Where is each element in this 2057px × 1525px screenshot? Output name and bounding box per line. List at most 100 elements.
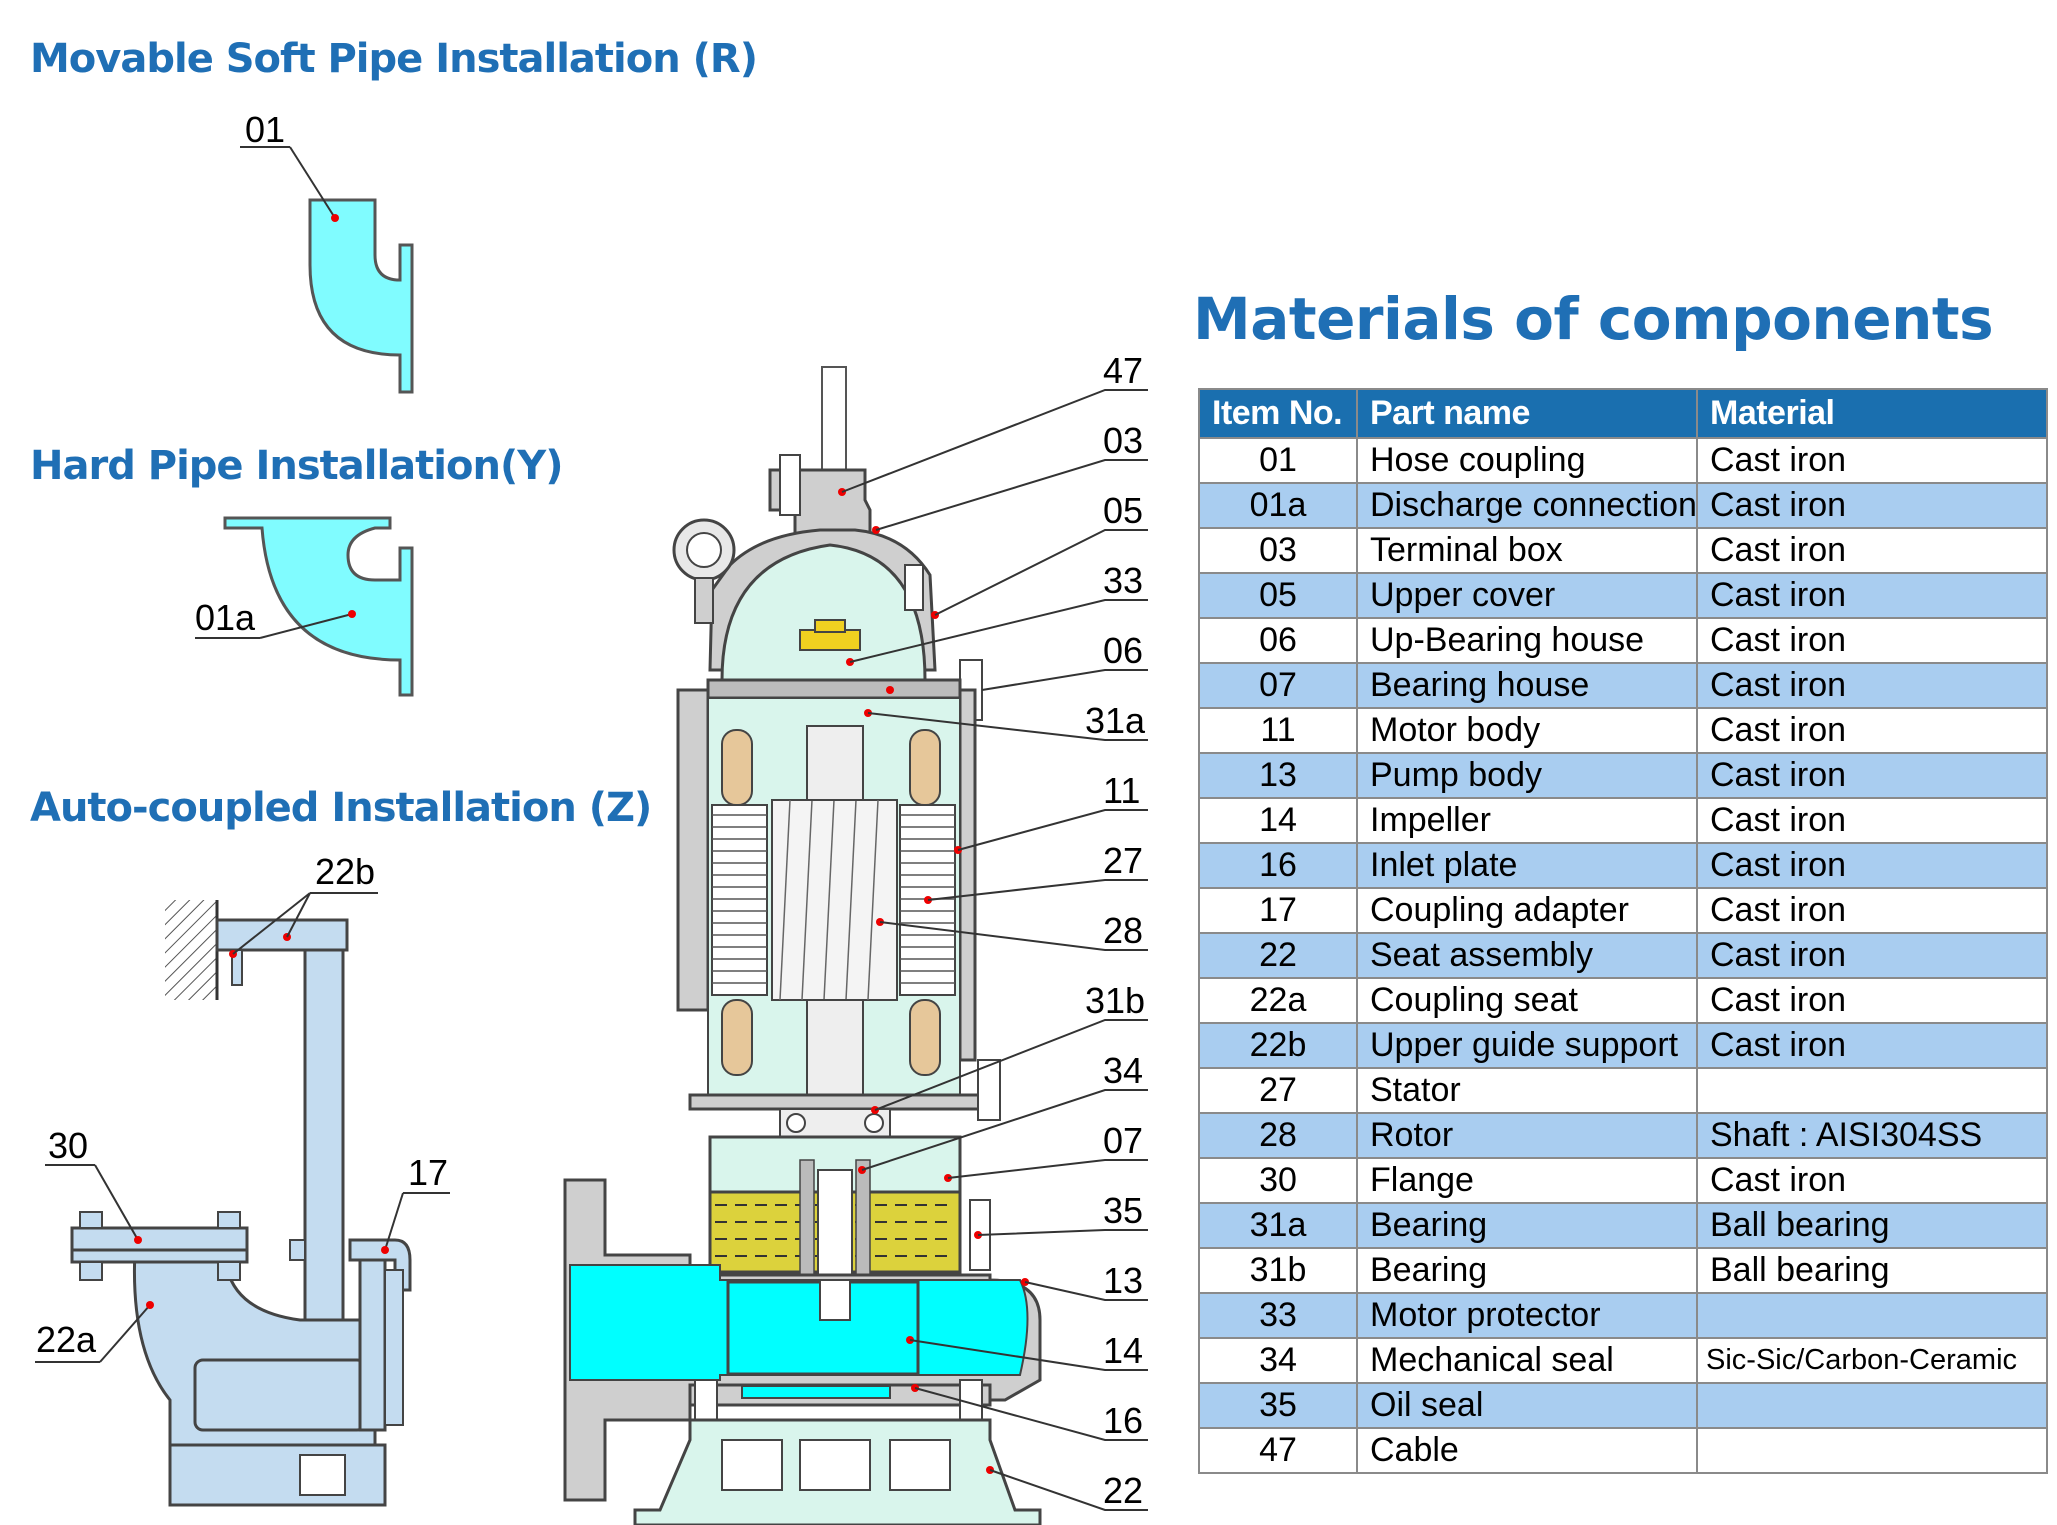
part-name-cell: Up-Bearing house <box>1356 617 1698 664</box>
part-name-cell: Bearing <box>1356 1247 1698 1294</box>
part-name-cell: Rotor <box>1356 1112 1698 1159</box>
callout-31b: 31b <box>1085 980 1145 1021</box>
item-no-cell: 31a <box>1198 1202 1358 1249</box>
part-name-cell: Mechanical seal <box>1356 1337 1698 1384</box>
hose-coupling-elbow <box>308 198 414 394</box>
material-cell: Cast iron <box>1696 662 2048 709</box>
callout-22b: 22b <box>315 851 375 892</box>
material-cell <box>1696 1382 2048 1429</box>
material-cell <box>1696 1427 2048 1474</box>
callout-01: 01 <box>245 109 285 150</box>
material-cell: Cast iron <box>1696 527 2048 574</box>
material-cell: Cast iron <box>1696 482 2048 529</box>
material-cell: Cast iron <box>1696 932 2048 979</box>
part-name-cell: Discharge connection <box>1356 482 1698 529</box>
material-cell: Cast iron <box>1696 752 2048 799</box>
part-name-cell: Bearing house <box>1356 662 1698 709</box>
pump-cross-section <box>563 366 1042 1525</box>
item-no-cell: 30 <box>1198 1157 1358 1204</box>
callout-22a: 22a <box>36 1319 97 1360</box>
callout-05: 05 <box>1103 490 1143 531</box>
material-cell: Cast iron <box>1696 887 2048 934</box>
material-cell <box>1696 1067 2048 1114</box>
item-no-cell: 05 <box>1198 572 1358 619</box>
callout-03: 03 <box>1103 420 1143 461</box>
callout-35: 35 <box>1103 1190 1143 1231</box>
item-no-cell: 11 <box>1198 707 1358 754</box>
callout-27: 27 <box>1103 840 1143 881</box>
callout-17: 17 <box>408 1152 448 1193</box>
item-no-cell: 31b <box>1198 1247 1358 1294</box>
item-no-cell: 13 <box>1198 752 1358 799</box>
material-cell: Sic-Sic/Carbon-Ceramic <box>1696 1337 2048 1384</box>
material-cell: Ball bearing <box>1696 1247 2048 1294</box>
callout-34: 34 <box>1103 1050 1143 1091</box>
part-name-cell: Coupling adapter <box>1356 887 1698 934</box>
callout-47: 47 <box>1103 350 1143 391</box>
header-item-no: Item No. <box>1198 388 1358 439</box>
material-cell: Cast iron <box>1696 437 2048 484</box>
title-auto-coupled: Auto-coupled Installation (Z) <box>30 785 652 831</box>
part-name-cell: Oil seal <box>1356 1382 1698 1429</box>
item-no-cell: 33 <box>1198 1292 1358 1339</box>
header-part-name: Part name <box>1356 388 1698 439</box>
callout-13: 13 <box>1103 1260 1143 1301</box>
item-no-cell: 01 <box>1198 437 1358 484</box>
part-name-cell: Upper guide support <box>1356 1022 1698 1069</box>
item-no-cell: 28 <box>1198 1112 1358 1159</box>
material-cell <box>1696 1292 2048 1339</box>
callout-14: 14 <box>1103 1330 1143 1371</box>
callout-33: 33 <box>1103 560 1143 601</box>
material-cell: Cast iron <box>1696 1157 2048 1204</box>
title-hard-pipe: Hard Pipe Installation(Y) <box>30 443 563 489</box>
callout-16: 16 <box>1103 1400 1143 1441</box>
table-header-row: Item No. Part name Material <box>1198 388 2048 439</box>
item-no-cell: 14 <box>1198 797 1358 844</box>
part-name-cell: Hose coupling <box>1356 437 1698 484</box>
discharge-connection-elbow <box>223 516 414 697</box>
item-no-cell: 22a <box>1198 977 1358 1024</box>
item-no-cell: 06 <box>1198 617 1358 664</box>
part-name-cell: Pump body <box>1356 752 1698 799</box>
part-name-cell: Coupling seat <box>1356 977 1698 1024</box>
part-name-cell: Motor protector <box>1356 1292 1698 1339</box>
material-cell: Cast iron <box>1696 617 2048 664</box>
part-name-cell: Upper cover <box>1356 572 1698 619</box>
material-cell: Cast iron <box>1696 842 2048 889</box>
item-no-cell: 07 <box>1198 662 1358 709</box>
material-cell: Cast iron <box>1696 707 2048 754</box>
part-name-cell: Impeller <box>1356 797 1698 844</box>
item-no-cell: 34 <box>1198 1337 1358 1384</box>
item-no-cell: 01a <box>1198 482 1358 529</box>
item-no-cell: 22b <box>1198 1022 1358 1069</box>
part-name-cell: Stator <box>1356 1067 1698 1114</box>
callout-07: 07 <box>1103 1120 1143 1161</box>
material-cell: Cast iron <box>1696 797 2048 844</box>
callout-06: 06 <box>1103 630 1143 671</box>
part-name-cell: Seat assembly <box>1356 932 1698 979</box>
callout-28: 28 <box>1103 910 1143 951</box>
